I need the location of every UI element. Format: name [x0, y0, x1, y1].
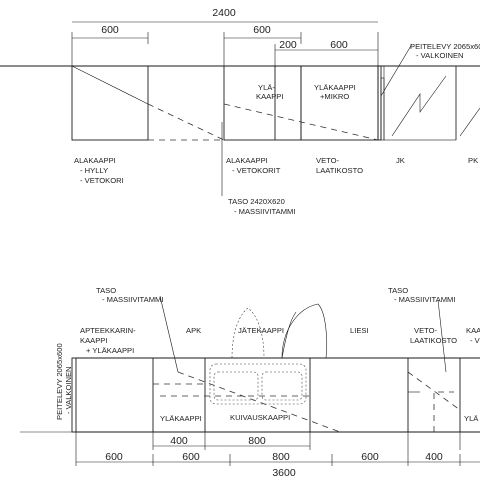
zigzag-jk [391, 75, 447, 137]
label-ylakaappi-small: YLÄ- KAAPPI [256, 83, 283, 101]
end-panel [377, 65, 382, 141]
sink-bowl-right [261, 371, 303, 401]
dim-800-upper: 800 [248, 435, 266, 447]
dim-3600: 3600 [272, 467, 296, 479]
label-taso-top: TASO 2420X620 - MASSIIVITAMMI [228, 197, 295, 216]
cabinet-alakaappi-2 [223, 65, 302, 141]
bottom-elevation: TASO - MASSIIVITAMMI TASO - MASSIIVITAMM… [20, 286, 480, 479]
label-vetolaatikosto-bottom: VETO- LAATIKOSTO [410, 326, 457, 345]
label-ylakaappi-mikro: YLÄKAAPPI +MIKRO [314, 83, 358, 101]
label-peitelevy: PEITELEVY 2065x600 - VALKOINEN [410, 42, 480, 60]
label-jk: JK [396, 156, 405, 165]
cabinet-alakaappi-1 [71, 65, 149, 141]
arc-jatekaappi-right [281, 303, 328, 359]
label-taso-left: TASO - MASSIIVITAMMI [96, 286, 163, 304]
end-panel-left [71, 357, 77, 433]
label-ylakaappi-left: YLÄKAAPPI [160, 414, 202, 423]
dim-200: 200 [279, 39, 297, 51]
dim-600-b: 600 [253, 24, 271, 36]
label-apteekkari: APTEEKKARIN- KAAPPI + YLÄKAAPPI [80, 326, 138, 355]
label-liesi: LIESI [350, 326, 369, 335]
leader-taso-left [159, 295, 179, 373]
top-elevation: 2400 600 600 200 600 [0, 7, 480, 216]
dim-2400: 2400 [212, 7, 236, 19]
arc-jatekaappi-left [231, 307, 265, 359]
zigzag-pk [459, 107, 480, 137]
sink-bowl-left [213, 371, 259, 401]
hidden-line [433, 391, 454, 432]
label-vetolaatikosto-top: VETO- LAATIKOSTO [316, 156, 363, 175]
label-apk: APK [186, 326, 201, 335]
leader-taso-right [437, 299, 447, 373]
dim-400-upper: 400 [170, 435, 188, 447]
label-alakaappi-2: ALAKAAPPI - VETOKORIT [226, 156, 281, 175]
hidden-line [147, 103, 225, 141]
door-swing [71, 65, 149, 105]
hidden-line [223, 103, 379, 141]
label-alakaappi-1: ALAKAAPPI - HYLLY - VETOKORI [74, 156, 124, 185]
dim-600-lower-b: 600 [182, 451, 200, 463]
dim-600-lower-c: 600 [361, 451, 379, 463]
label-kaa: KAA - V [466, 326, 480, 345]
label-taso-right: TASO - MASSIIVITAMMI [388, 286, 455, 304]
leader-peitelevy [380, 43, 413, 97]
label-peitelevy-vertical: PEITELEVY 2065x600 - VALKOINEN [55, 341, 73, 420]
dim-400-lower: 400 [425, 451, 443, 463]
hidden-line [177, 371, 341, 433]
end-panel-edge [380, 77, 385, 141]
dim-600-d: 600 [330, 39, 348, 51]
arc-jatekaappi-inner [281, 311, 297, 359]
cabinet-ylakaappi-mikro [300, 65, 379, 141]
dim-600-a: 600 [101, 24, 119, 36]
label-kuivauskaappi: KUIVAUSKAAPPI [230, 413, 290, 422]
sink-outline [209, 363, 307, 405]
dim-600-lower-a: 600 [105, 451, 123, 463]
label-yla-right: YLÄ [464, 414, 479, 423]
dim-800-lower: 800 [272, 451, 290, 463]
label-pk: PK [468, 156, 478, 165]
